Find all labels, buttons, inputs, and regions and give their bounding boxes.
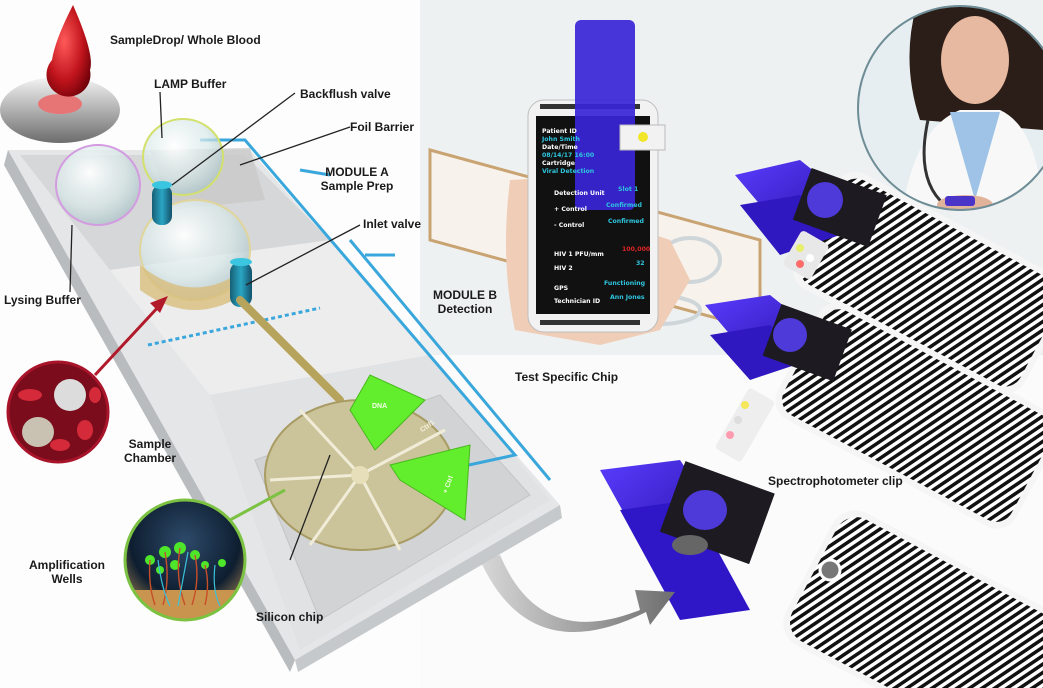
label-backflush-valve: Backflush valve [300,87,391,101]
patient-id-label: Patient ID [542,128,577,135]
datetime-label: Date/Time [542,144,578,151]
amplification-line2: Wells [51,572,83,586]
blood-drop-icon [46,5,91,97]
phone-back-middle [775,302,1043,529]
sample-chamber-line2: Chamber [123,451,176,465]
well-label-dna: DNA [372,403,388,410]
module-a-title: MODULE A [325,165,389,179]
detection-unit-label: Detection Unit [554,190,605,197]
label-silicon-chip: Silicon chip [256,610,324,624]
datetime-value: 08/14/17 16:00 [542,152,595,159]
spectro-clip-top [735,160,887,279]
patient-id-value: John Smith [542,136,580,143]
cartridge-value: Viral Detection [542,168,595,175]
technician-label: Technician ID [554,298,601,305]
pos-control-value: Confirmed [606,202,642,209]
label-lamp-buffer: LAMP Buffer [154,77,227,91]
amplification-line1: Amplification [28,558,105,572]
test-strip-cartridge [575,20,635,210]
phone-screen-readout: Patient ID John Smith Date/Time 08/14/17… [540,128,650,308]
neg-control-value: Confirmed [608,218,644,225]
inlet-valve [230,262,252,307]
label-inlet-valve: Inlet valve [363,217,422,231]
gps-value: Functioning [604,280,646,287]
backflush-valve [152,185,172,225]
label-foil-barrier: Foil Barrier [350,120,415,134]
label-test-specific-chip: Test Specific Chip [515,370,619,384]
lamp-buffer-reservoir [142,118,224,196]
technician-value: Ann Jones [610,294,645,301]
label-module-a: MODULE A Sample Prep [312,165,402,193]
detection-unit-value: Slot 1 [618,186,639,193]
label-amplification-wells: Amplification Wells [22,558,112,586]
sample-chamber-line1: Sample [128,437,172,451]
module-b-subtitle: Detection [437,302,493,316]
flow-arrow [480,555,675,633]
hiv1-label: HIV 1 PFU/mm [554,251,604,258]
hiv2-value: 32 [636,260,645,267]
label-sample-drop: SampleDrop/ Whole Blood [110,33,261,47]
hiv2-label: HIV 2 [554,265,573,272]
module-a-subtitle: Sample Prep [320,179,394,193]
spectro-clip-middle [705,295,852,462]
module-b-outline [348,239,552,481]
label-spectrophotometer-clip: Spectrophotometer clip [768,474,903,488]
cartridge-label: Cartridge [542,160,575,167]
phone-back-bottom [783,510,1043,688]
label-sample-chamber: Sample Chamber [110,437,190,465]
gps-label: GPS [554,285,569,292]
label-module-b: MODULE B Detection [420,288,510,316]
pos-control-label: + Control [554,206,587,213]
hiv1-value: 100,000 [622,246,651,253]
lysing-buffer-reservoir [55,144,141,226]
amplification-wells-disc [264,374,471,551]
module-b-title: MODULE B [433,288,497,302]
spectro-clip-bottom [600,460,775,620]
label-lysing-buffer: Lysing Buffer [4,293,81,307]
neg-control-label: - Control [554,222,585,229]
module-a-outline [200,138,518,470]
